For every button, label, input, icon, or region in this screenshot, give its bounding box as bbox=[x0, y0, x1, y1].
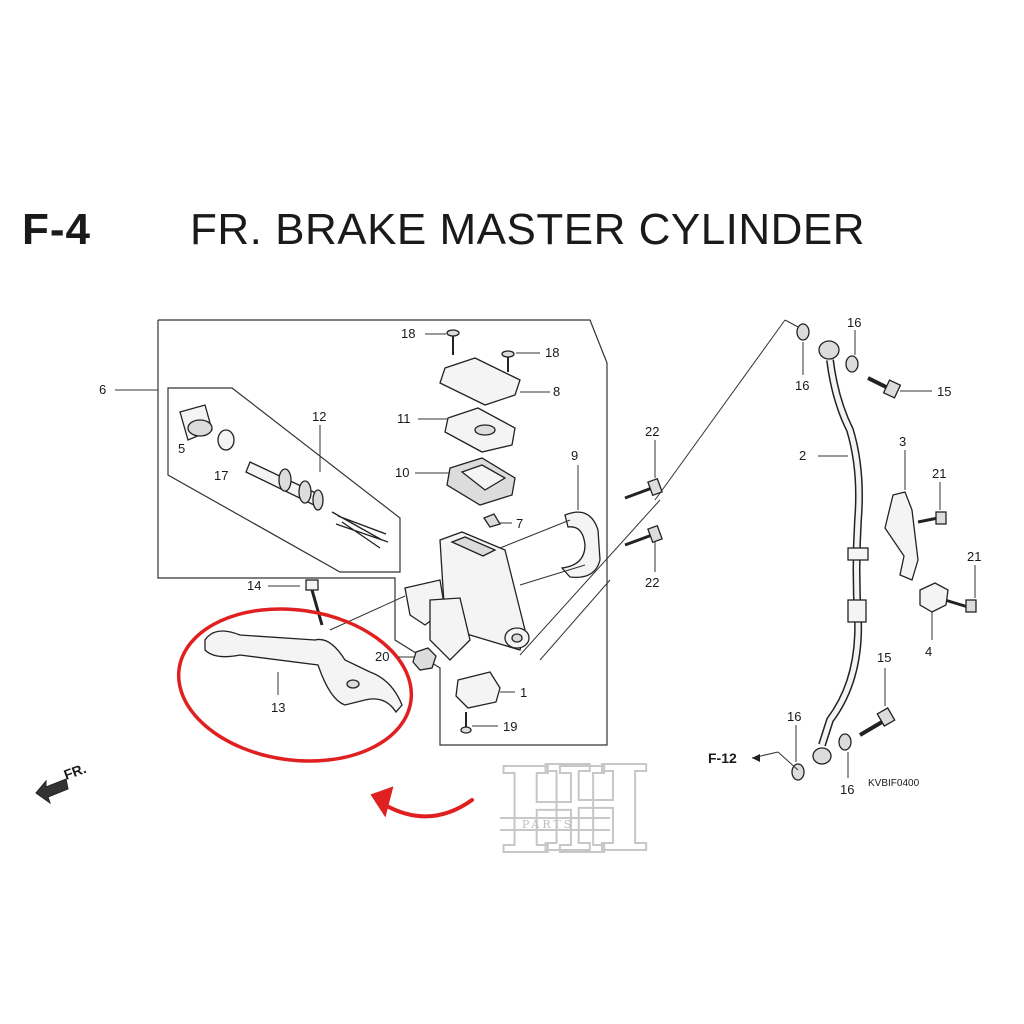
callout-18-left: 18 bbox=[401, 326, 415, 341]
callout-16-c: 16 bbox=[787, 709, 801, 724]
callout-2: 2 bbox=[799, 448, 806, 463]
part-20-nut bbox=[412, 647, 437, 671]
hose-lower-fitting bbox=[812, 747, 832, 765]
callout-20: 20 bbox=[375, 649, 389, 664]
watermark-logo: H H PARTS bbox=[497, 738, 653, 881]
part-9-holder bbox=[560, 511, 601, 579]
ref-f12: F-12 bbox=[708, 750, 737, 766]
part-19-screw bbox=[460, 712, 472, 734]
callout-16-a: 16 bbox=[795, 378, 809, 393]
callout-17: 17 bbox=[214, 468, 228, 483]
part-5-boot bbox=[179, 404, 213, 441]
callout-16-d: 16 bbox=[840, 782, 854, 797]
part-13-brake-lever bbox=[204, 630, 403, 714]
highlight-circle bbox=[176, 607, 414, 763]
piston-kit-outline bbox=[167, 387, 401, 573]
part-15-bolt-top bbox=[867, 376, 902, 399]
callout-5: 5 bbox=[178, 441, 185, 456]
callout-1: 1 bbox=[520, 685, 527, 700]
part-7-screw bbox=[483, 513, 501, 528]
part-21-bolt-top bbox=[917, 511, 947, 525]
callout-10: 10 bbox=[395, 465, 409, 480]
part-15-bolt-bottom bbox=[858, 707, 896, 737]
callout-19: 19 bbox=[503, 719, 517, 734]
callout-3: 3 bbox=[899, 434, 906, 449]
part-4-bracket bbox=[919, 582, 949, 613]
callout-13: 13 bbox=[271, 700, 285, 715]
callout-4: 4 bbox=[925, 644, 932, 659]
watermark-text: PARTS bbox=[522, 818, 574, 831]
assembly-outline bbox=[157, 319, 608, 746]
front-direction-arrow bbox=[35, 778, 69, 805]
part-21-bolt-bottom bbox=[944, 598, 977, 613]
part-17-circlip bbox=[217, 429, 235, 451]
diagram-code: KVBIF0400 bbox=[868, 778, 920, 789]
part-8-cap bbox=[439, 357, 521, 406]
callout-21-bottom: 21 bbox=[967, 549, 981, 564]
watermark-letter: H bbox=[498, 741, 610, 880]
callout-15-bottom: 15 bbox=[877, 650, 891, 665]
section-code: F-4 bbox=[22, 205, 91, 254]
callout-12: 12 bbox=[312, 409, 326, 424]
callout-15-top: 15 bbox=[937, 384, 951, 399]
highlight-arrow bbox=[383, 798, 474, 819]
callout-21-top: 21 bbox=[932, 466, 946, 481]
watermark-letter-2: H bbox=[540, 739, 652, 878]
callout-8: 8 bbox=[553, 384, 560, 399]
callout-9: 9 bbox=[571, 448, 578, 463]
part-22-bolt-top bbox=[624, 477, 663, 500]
hose-grommet-lower bbox=[847, 599, 867, 623]
master-cylinder-body bbox=[404, 531, 530, 661]
hose-upper-fitting bbox=[818, 340, 840, 360]
callout-11: 11 bbox=[397, 411, 411, 426]
part-1-switch bbox=[455, 671, 501, 709]
callout-7: 7 bbox=[516, 516, 523, 531]
part-3-clip bbox=[884, 491, 919, 581]
part-18-screw-left bbox=[446, 329, 460, 355]
fr-label: FR. bbox=[62, 760, 89, 783]
callout-22-bottom: 22 bbox=[645, 575, 659, 590]
part-12-piston-set bbox=[245, 461, 389, 549]
part-16-washer-a bbox=[796, 323, 810, 341]
part-18-screw-right bbox=[501, 350, 515, 372]
callout-6: 6 bbox=[99, 382, 106, 397]
page-title: FR. BRAKE MASTER CYLINDER bbox=[190, 205, 866, 254]
part-14-pivot-bolt bbox=[305, 579, 324, 626]
hose-grommet-upper bbox=[847, 547, 869, 561]
part-16-washer-c bbox=[791, 763, 805, 781]
callout-22-top: 22 bbox=[645, 424, 659, 439]
part-16-washer-d bbox=[838, 733, 852, 751]
callout-14: 14 bbox=[247, 578, 261, 593]
callout-16-b: 16 bbox=[847, 315, 861, 330]
part-22-bolt-bottom bbox=[624, 524, 663, 547]
part-16-washer-b bbox=[845, 355, 859, 373]
callout-18-right: 18 bbox=[545, 345, 559, 360]
